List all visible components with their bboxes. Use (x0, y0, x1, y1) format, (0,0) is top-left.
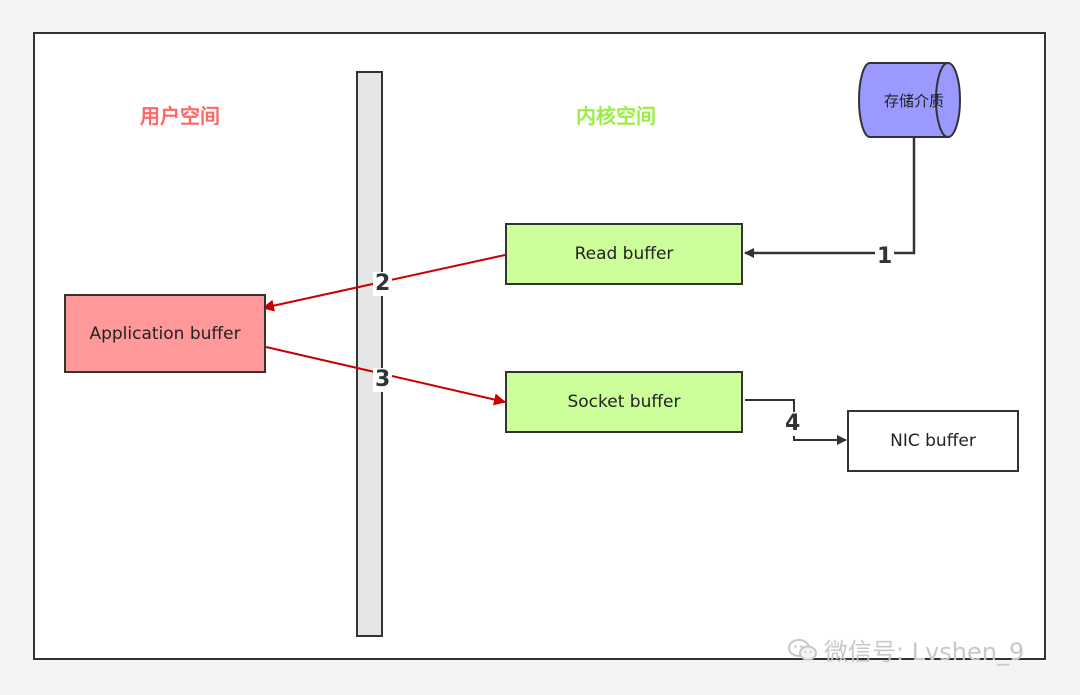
user-kernel-boundary (356, 71, 383, 637)
watermark-text: 微信号: Lvshen_9 (824, 638, 1025, 666)
nic-buffer-box: NIC buffer (847, 410, 1019, 472)
arrow-step-1 (744, 137, 916, 258)
step-2-label: 2 (373, 271, 393, 296)
socket-buffer-label: Socket buffer (567, 392, 681, 412)
nic-buffer-label: NIC buffer (890, 431, 976, 451)
kernel-space-label: 内核空间 (576, 104, 656, 128)
step-3-label: 3 (373, 367, 393, 392)
storage-label: 存储介质 (883, 92, 944, 110)
application-buffer-label: Application buffer (89, 323, 241, 344)
socket-buffer-box: Socket buffer (505, 371, 743, 433)
application-buffer-box: Application buffer (64, 294, 266, 373)
step-4-label: 4 (783, 411, 803, 436)
storage-cylinder (858, 62, 961, 138)
user-space-label: 用户空间 (140, 104, 220, 128)
wechat-icon (788, 638, 817, 660)
step-1-label: 1 (875, 244, 895, 269)
read-buffer-label: Read buffer (574, 244, 674, 264)
watermark: 微信号: Lvshen_9 (788, 632, 1024, 667)
read-buffer-box: Read buffer (505, 223, 743, 285)
